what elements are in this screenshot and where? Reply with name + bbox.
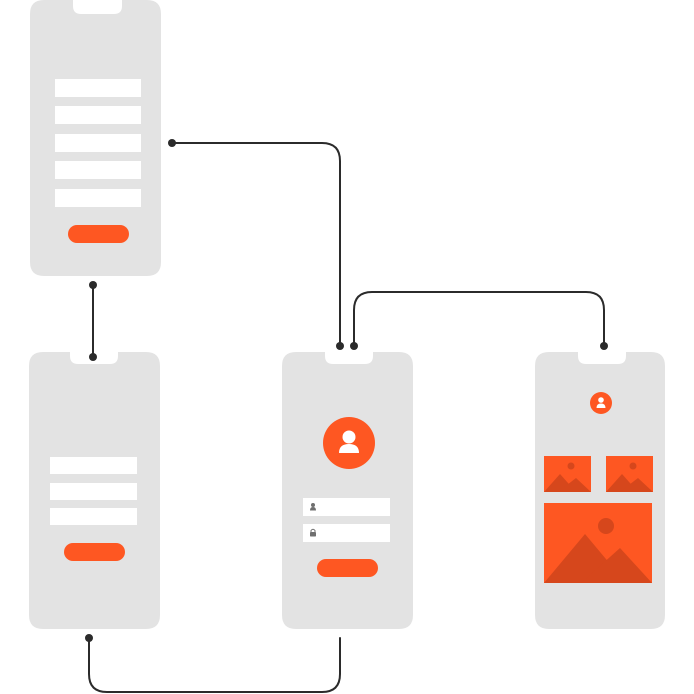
form-field[interactable] [55,189,141,207]
connector-endpoint [89,281,97,289]
submit-button[interactable] [68,225,129,243]
login-button[interactable] [317,559,378,577]
image-icon[interactable] [544,503,652,583]
form-field[interactable] [50,457,137,474]
form-field[interactable] [50,508,137,525]
form-field[interactable] [50,483,137,500]
user-icon [339,430,359,453]
password-field[interactable] [303,524,390,542]
lock-icon [310,528,316,537]
image-icon[interactable] [544,456,591,492]
user-icon [310,503,316,511]
connector-endpoint [336,342,344,350]
submit-button[interactable] [64,543,125,561]
username-field[interactable] [303,498,390,516]
connector-endpoint [168,139,176,147]
user-icon [596,397,606,408]
form-field[interactable] [55,79,141,97]
connector-endpoint [600,342,608,350]
form-field[interactable] [55,106,141,124]
phone-screen-signup-form [30,0,161,276]
phone-body [282,352,413,629]
connector-endpoint [89,353,97,361]
form-field[interactable] [55,161,141,179]
image-icon[interactable] [606,456,653,492]
connector-endpoint [85,634,93,642]
connector-login-to-gallery [353,291,605,347]
connector-endpoint [350,342,358,350]
profile-avatar [590,392,612,414]
phone-screen-short-form [29,352,160,629]
phone-screen-login [282,352,413,629]
form-field[interactable] [55,134,141,152]
phone-screen-gallery [535,352,665,629]
connector-short-form-to-login [88,637,341,693]
connector-signup-to-login [171,142,341,347]
